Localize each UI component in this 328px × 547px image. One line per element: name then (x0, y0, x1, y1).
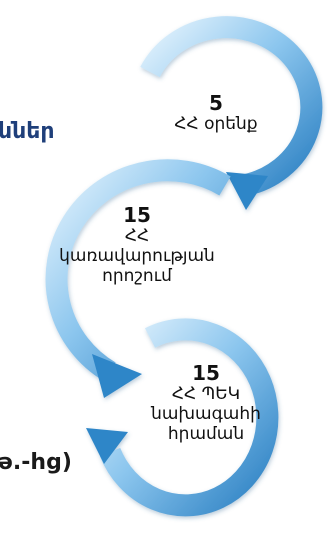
step-3-line-3: հրաման (167, 423, 245, 444)
step-1-line-1: ՀՀ օրենք (174, 114, 258, 135)
step-label-1: 5 ՀՀ օրենք (156, 91, 276, 135)
step-3-number: 15 (192, 361, 220, 385)
step-label-3: 15 ՀՀ ՊԵԿ նախագահի հրաման (140, 361, 272, 444)
side-text-bottom: ə.-hg) (0, 450, 72, 475)
step-2-number: 15 (123, 203, 151, 227)
circular-arrow-2 (45, 159, 231, 398)
step-label-2: 15 ՀՀ կառավարության որոշում (42, 203, 232, 286)
step-1-number: 5 (209, 91, 223, 115)
step-3-line-2: նախագահի (151, 403, 261, 424)
step-2-line-1: ՀՀ (124, 226, 150, 247)
step-2-line-2: կառավարության (59, 245, 215, 266)
side-text-top: ններ (0, 119, 55, 144)
circular-arrow-3 (86, 318, 279, 517)
step-2-line-3: որոշում (102, 265, 172, 286)
step-3-line-1: ՀՀ ՊԵԿ (171, 384, 241, 405)
circular-arrow-1 (140, 16, 323, 210)
